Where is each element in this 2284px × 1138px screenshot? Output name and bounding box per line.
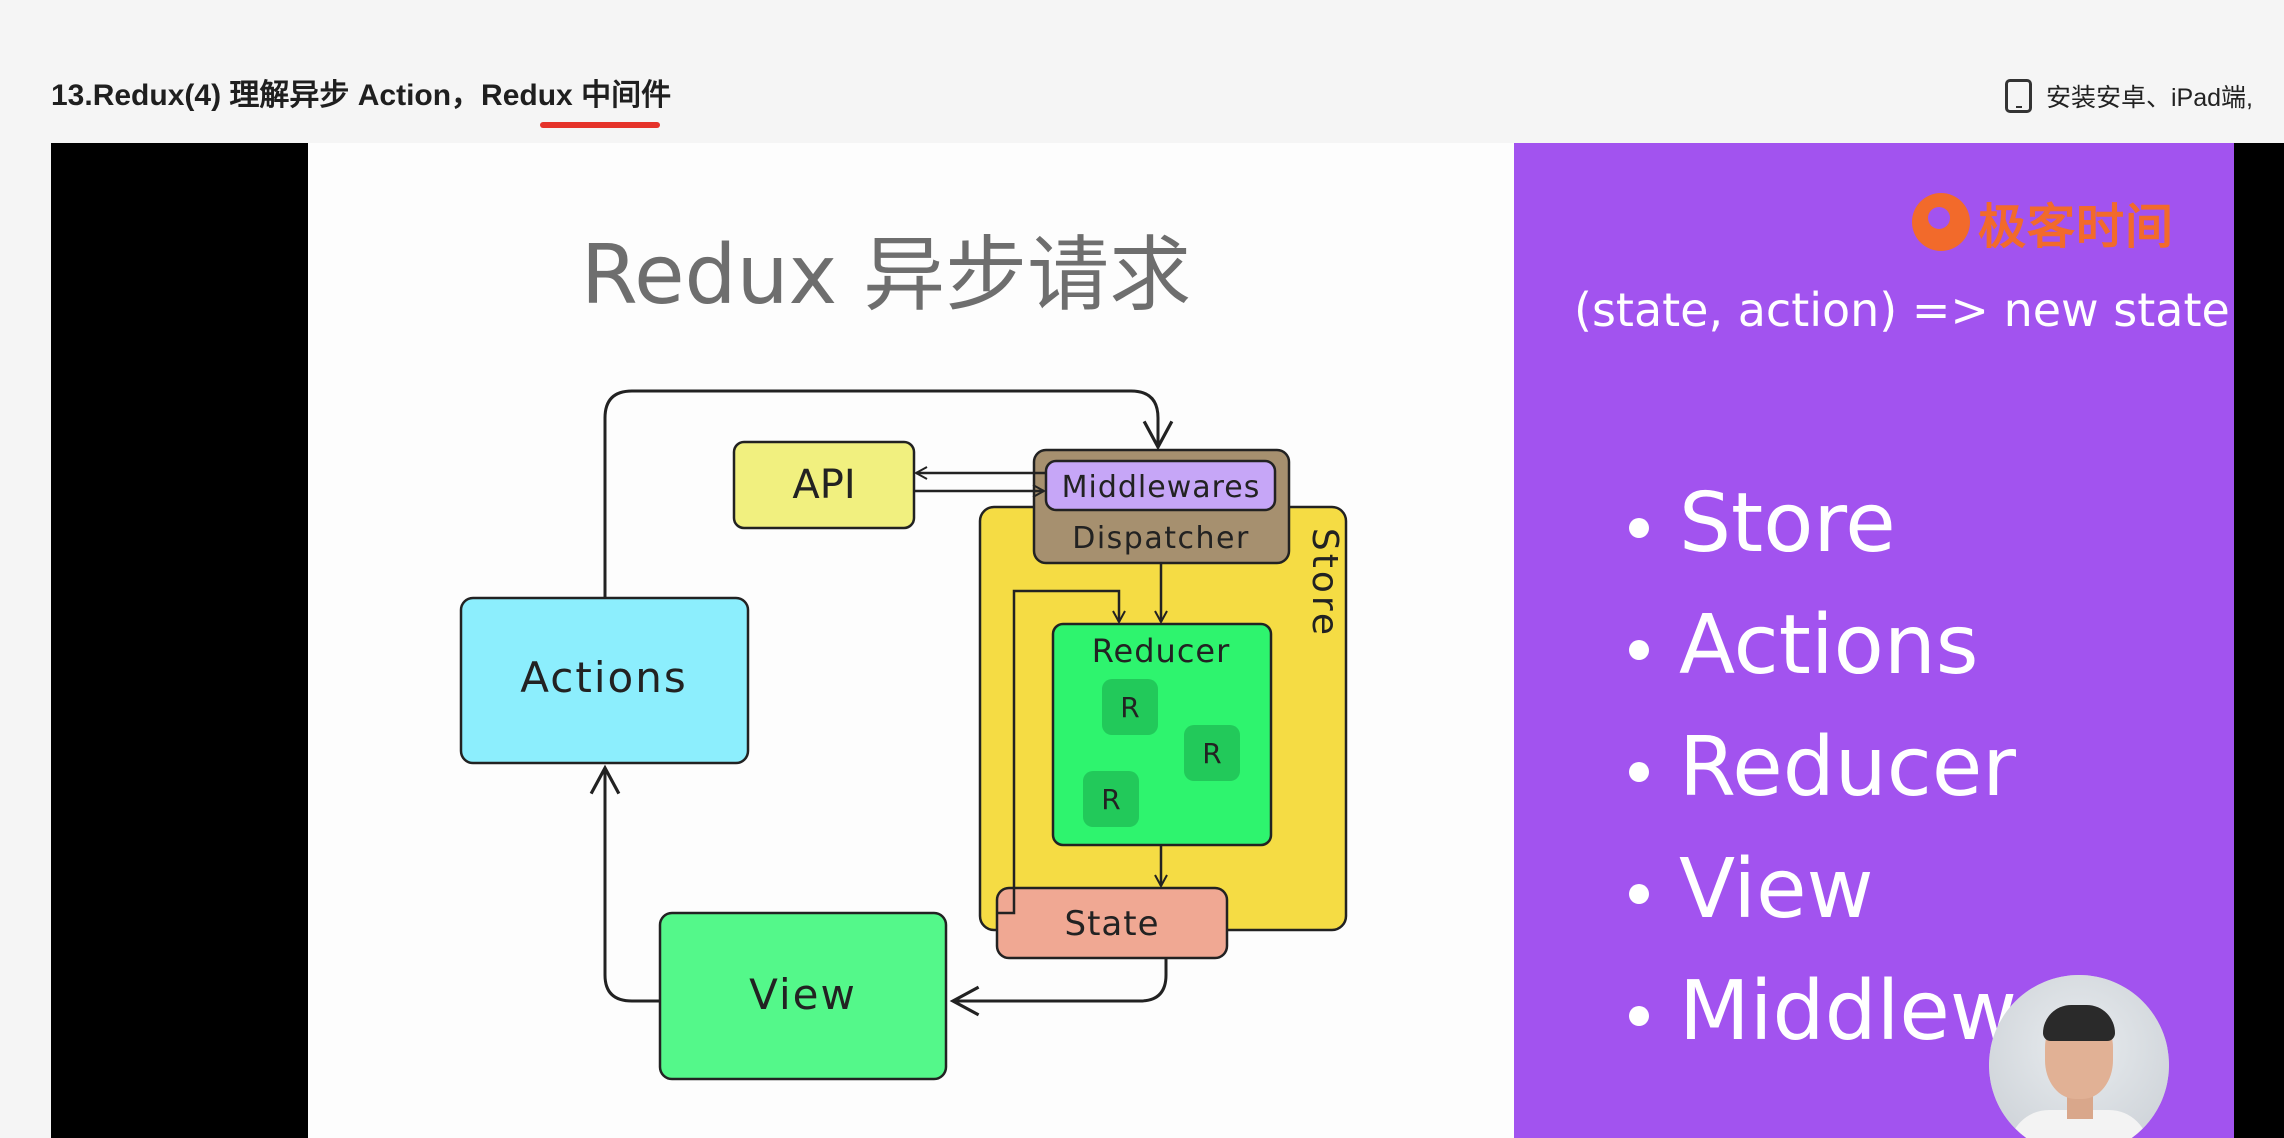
slide-title: Redux 异步请求 [580,228,1192,323]
view-to-actions-arrow [589,764,660,1003]
top-bar: 13.Redux(4) 理解异步 Action，Redux 中间件 安装安卓、i… [0,0,2284,143]
r-chip-label: R [1202,737,1221,770]
r-chip-label: R [1120,691,1139,724]
active-tab-underline [540,122,660,128]
view-box [658,911,948,1081]
presenter-webcam[interactable] [1989,975,2169,1138]
middlewares-box [1044,459,1277,512]
install-app-label: 安装安卓、iPad端, [2046,84,2253,112]
tablet-icon [2005,79,2032,113]
install-app-link[interactable]: 安装安卓、iPad端, [2005,76,2253,116]
geektime-logo: 极客时间 [1911,187,2174,257]
middlewares-label: Middlewares [1062,470,1261,505]
list-item: Reducer [1629,707,2067,829]
geektime-logo-icon [1911,193,1970,251]
reducer-formula: (state, action) => new state [1574,283,2230,337]
list-item: Actions [1629,585,2067,707]
state-box [995,886,1229,960]
r-chip [1184,725,1240,781]
store-label: Store [1304,528,1345,638]
r-chip [1083,771,1139,827]
state-to-reducer-loop [997,589,1119,915]
actions-label: Actions [520,653,687,702]
actions-to-dispatcher-arrow [603,389,1174,598]
course-title: 13.Redux(4) 理解异步 Action，Redux 中间件 [51,79,672,112]
list-item: View [1629,829,2067,951]
redux-flow-diagram: Store Middlewares Dispatcher API Reducer… [459,389,1348,1081]
slide-diagram-panel: Redux 异步请求 Store Middlewares Dispatcher … [308,143,1514,1138]
video-player[interactable]: Redux 异步请求 Store Middlewares Dispatcher … [51,143,2284,1138]
logo-text: 极客时间 [1977,199,2174,255]
view-label: View [749,970,857,1019]
list-item: Store [1629,463,2067,585]
state-to-view-arrow [949,958,1168,1017]
api-label: API [792,462,855,508]
state-label: State [1065,904,1160,944]
r-chip-label: R [1101,783,1120,816]
reducer-label: Reducer [1092,632,1231,670]
api-box [732,440,916,530]
r-chip [1102,679,1158,735]
dispatcher-label: Dispatcher [1072,521,1250,556]
